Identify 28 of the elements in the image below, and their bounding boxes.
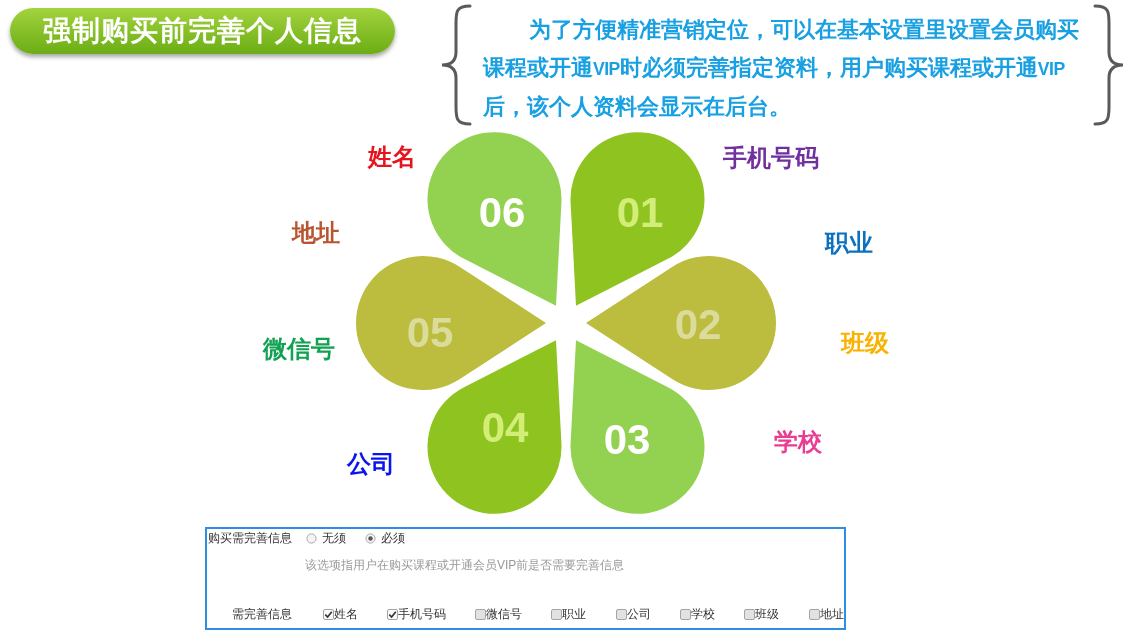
petal-number: 04 [481,407,529,449]
option-label: 公司 [627,606,651,622]
petal-number: 06 [478,192,526,234]
field-label: 公司 [347,450,395,478]
option-label: 手机号码 [398,606,446,622]
petal-number: 05 [406,312,454,354]
field-label: 学校 [774,428,822,456]
hint-text: 该选项指用户在购买课程或开通会员VIP前是否需要完善信息 [305,557,625,573]
form-label: 购买需完善信息 [208,530,292,546]
option-label: 班级 [755,606,779,622]
option-label: 必须 [381,530,405,546]
option-label: 微信号 [486,606,522,622]
form-label: 需完善信息 [232,606,292,622]
petal-number: 03 [603,419,651,461]
option-label: 职业 [562,606,586,622]
option-label: 地址 [820,606,844,622]
option-label: 无须 [322,530,346,546]
option-label: 姓名 [334,606,358,622]
field-label: 地址 [292,219,340,247]
petal-number: 01 [616,192,664,234]
option-label: 学校 [691,606,715,622]
field-label: 班级 [841,329,889,357]
description-text: 为了方便精准营销定位，可以在基本设置里设置会员购买课程或开通VIP时必须完善指定资料，用户购买课程或开通VIP后，该个人资料会显示在后台。 [483,16,1080,121]
petal-number: 02 [674,304,722,346]
title-banner: 强制购买前完善个人信息 [10,8,395,54]
field-label: 职业 [825,229,873,257]
field-label: 姓名 [368,143,416,171]
form-panel [205,527,846,630]
